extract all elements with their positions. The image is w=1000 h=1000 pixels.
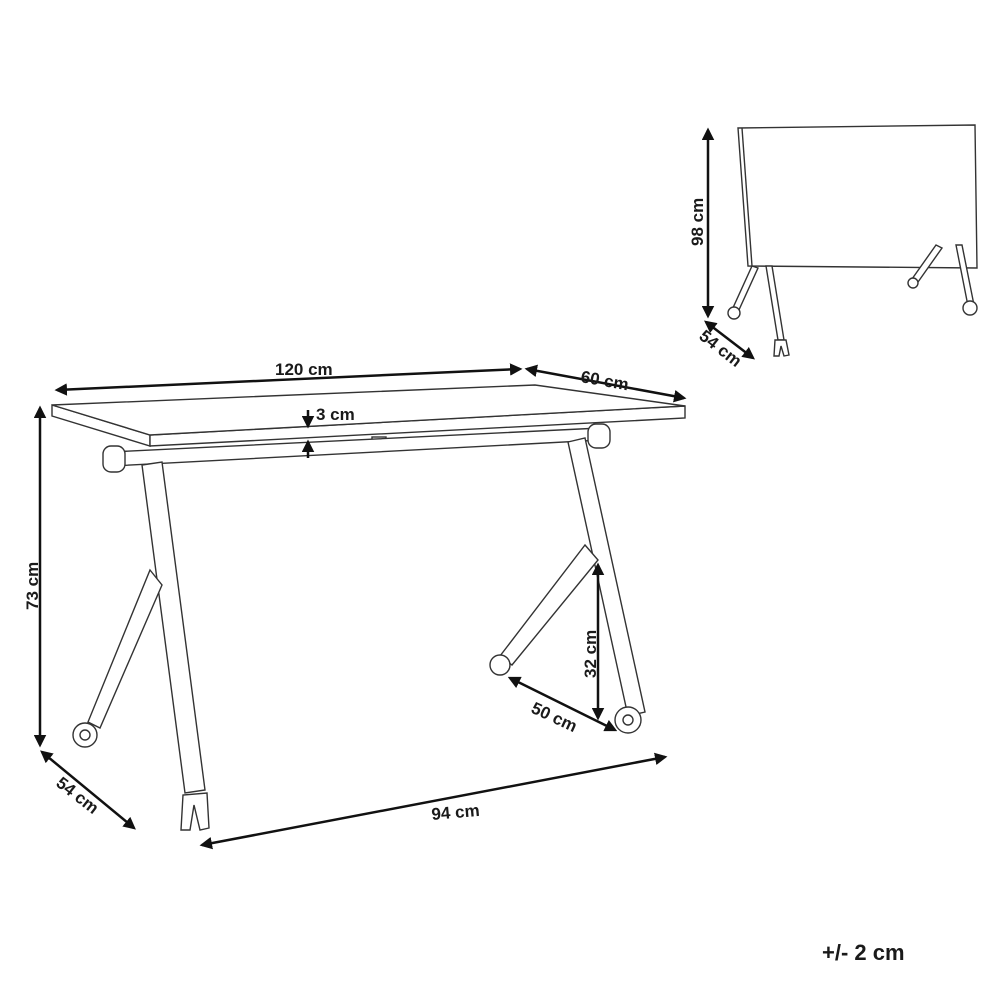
folded-tabletop bbox=[737, 124, 978, 269]
right-brace-wheel bbox=[489, 654, 511, 676]
folded-left-wheel bbox=[727, 306, 741, 320]
main-table-drawing bbox=[51, 384, 686, 831]
brace-height-label: 32 cm bbox=[581, 630, 600, 678]
folded-left-brace bbox=[731, 265, 759, 313]
right-brace bbox=[499, 543, 599, 666]
leg-span-label: 94 cm bbox=[431, 801, 481, 824]
right-leg bbox=[567, 437, 646, 717]
leg-span-arrow bbox=[199, 752, 668, 850]
folded-table-drawing bbox=[727, 124, 978, 357]
tolerance-note: +/- 2 cm bbox=[822, 940, 905, 965]
right-wheel-hub bbox=[622, 714, 634, 726]
left-leg bbox=[141, 461, 206, 794]
folded-left-foot bbox=[773, 339, 790, 357]
left-brace bbox=[87, 568, 163, 729]
folded-right-wheel bbox=[962, 300, 978, 316]
width-label: 120 cm bbox=[275, 360, 333, 379]
folded-brace-wheel bbox=[907, 277, 919, 289]
depth-arrow bbox=[524, 364, 687, 403]
left-foot bbox=[180, 792, 210, 831]
folded-depth-arrow bbox=[704, 320, 755, 360]
right-hinge bbox=[587, 423, 611, 449]
left-hinge bbox=[102, 445, 126, 473]
folded-height-label: 98 cm bbox=[688, 198, 707, 246]
width-arrow bbox=[54, 363, 523, 396]
thickness-label: 3 cm bbox=[316, 405, 355, 424]
folded-top-edge bbox=[741, 127, 753, 267]
height-label: 73 cm bbox=[23, 562, 42, 610]
leg-depth-arrow bbox=[40, 750, 136, 830]
left-wheel-hub bbox=[79, 729, 91, 741]
depth-label: 60 cm bbox=[579, 367, 630, 394]
brace-length-label: 50 cm bbox=[528, 698, 580, 736]
brace-length-arrow bbox=[507, 676, 618, 732]
folded-left-leg bbox=[765, 265, 785, 341]
